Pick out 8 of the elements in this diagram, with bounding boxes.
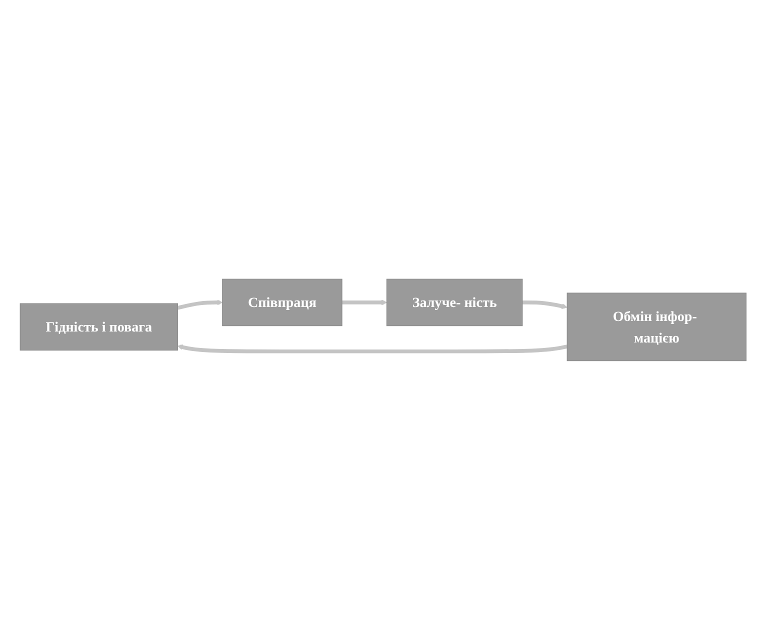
node-box: Гідність і повага	[20, 302, 178, 350]
arrow	[522, 300, 568, 309]
node-box: Обмін інфор- мацією	[567, 292, 747, 361]
node-box: Залуче- ність	[386, 278, 524, 326]
arrow	[178, 299, 223, 310]
node-box: Співпраця	[222, 278, 343, 326]
arrow	[178, 344, 568, 353]
arrow	[342, 299, 388, 305]
